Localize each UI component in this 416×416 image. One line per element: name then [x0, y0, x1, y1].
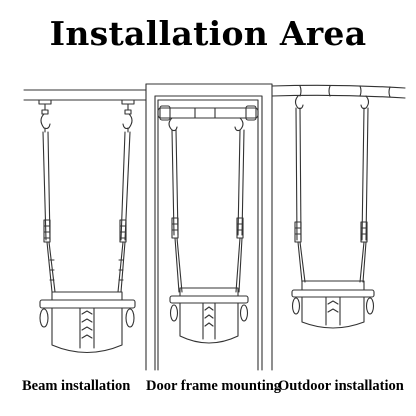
door-tension-rod — [157, 105, 259, 121]
outdoor-installation-figure — [271, 84, 406, 329]
caption-door-frame-mounting: Door frame mounting — [146, 378, 282, 394]
caption-outdoor-installation: Outdoor installation — [278, 378, 404, 394]
swing-seat-right — [291, 280, 375, 329]
swing-seat-left — [39, 291, 136, 353]
door-frame-figure — [145, 83, 273, 371]
beam-hook-left — [38, 99, 52, 133]
swing-seat-middle — [169, 287, 249, 344]
beam-hook-right — [121, 99, 135, 133]
caption-beam-installation: Beam installation — [22, 378, 131, 394]
beam-installation-figure — [23, 89, 147, 353]
page-title: Installation Area — [49, 14, 367, 53]
